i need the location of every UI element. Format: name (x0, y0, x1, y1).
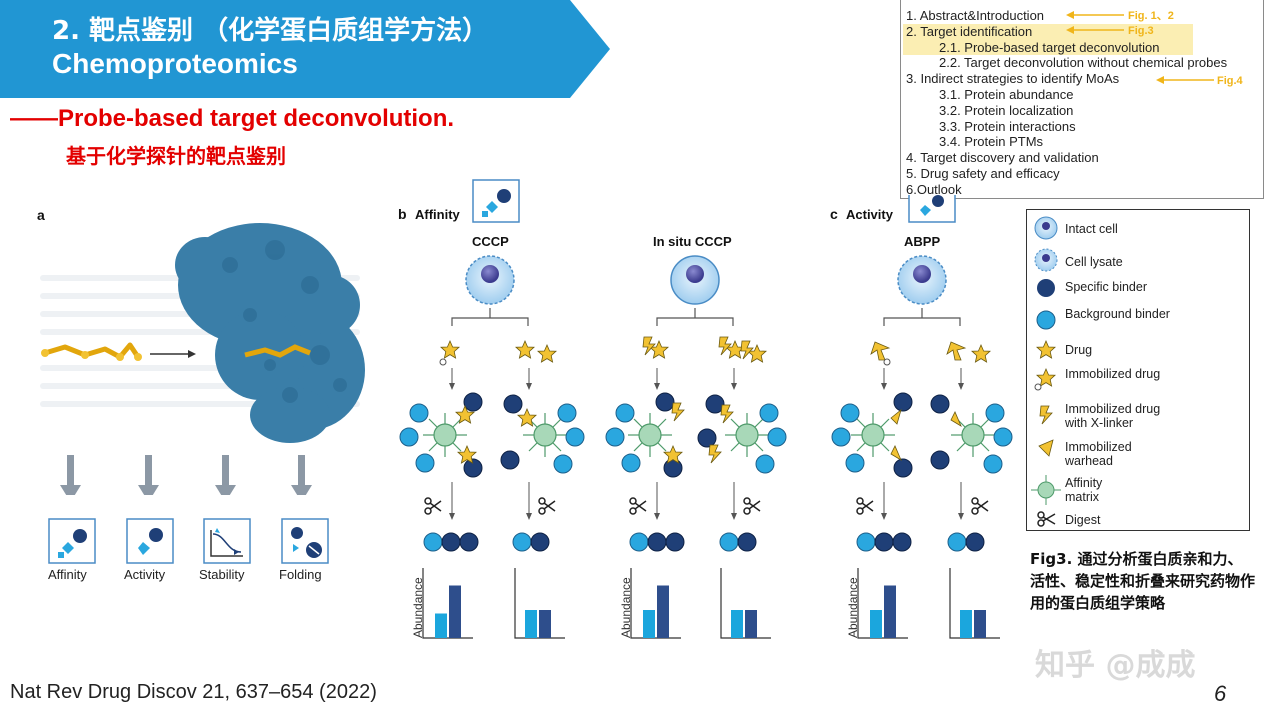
abundance-bar (525, 610, 537, 638)
immobilized-warhead-icon (1038, 439, 1054, 457)
y-axis-label: Abundance (846, 577, 860, 638)
outline-note: Fig. 1、2 (1128, 10, 1174, 22)
legend-label: Specific binder (1065, 280, 1147, 294)
abundance-bar (884, 585, 896, 638)
outline-note: Fig.3 (1128, 25, 1154, 37)
legend-label: Background binder (1065, 307, 1170, 321)
abundance-bar (539, 610, 551, 638)
panel-a-label: a (37, 207, 45, 223)
legend-icons (1031, 216, 1061, 527)
outline-item: 4. Target discovery and validation (906, 150, 1099, 165)
abundance-bar (870, 610, 882, 638)
outline-item: 3.1. Protein abundance (939, 87, 1074, 102)
legend-label: Intact cell (1065, 222, 1118, 236)
intact-cell-icon (1034, 216, 1058, 240)
outline-item: 2.2. Target deconvolution without chemic… (939, 55, 1228, 70)
mode-label: Activity (124, 567, 166, 582)
column-title: CCCP (472, 234, 509, 249)
outline-arrows (1066, 11, 1124, 34)
y-axis-label: Abundance (411, 577, 425, 638)
abundance-bar (960, 610, 972, 638)
legend-label: Drug (1065, 343, 1093, 357)
outline-note: Fig.4 (1217, 75, 1243, 87)
specific-binder-icon (1037, 279, 1055, 297)
outline-item: 3.4. Protein PTMs (939, 134, 1044, 149)
outline-arrow-fig4 (1156, 76, 1214, 84)
page-number: 6 (1214, 681, 1227, 706)
figure-legend: Intact cell Cell lysate Specific binder … (1026, 209, 1250, 531)
legend-label: Cell lysate (1065, 255, 1123, 269)
slide-title-zh: 2. 靶点鉴别 （化学蛋白质组学方法） (52, 16, 489, 46)
panel-c-label: c (830, 206, 838, 222)
outline-item: 2. Target identification (906, 24, 1033, 39)
affinity-matrix-icon (1031, 475, 1061, 505)
insitu-cccp-column (605, 255, 787, 552)
mode-label: Stability (199, 567, 245, 582)
legend-label: Digest (1065, 513, 1101, 527)
outline-item: 5. Drug safety and efficacy (906, 166, 1060, 181)
citation: Nat Rev Drug Discov 21, 637–654 (2022) (10, 681, 377, 703)
outline-item: 3.3. Protein interactions (939, 119, 1076, 134)
watermark: 知乎 @成成 (1035, 648, 1196, 683)
panel-b-label: b (398, 206, 407, 222)
title-banner (0, 0, 610, 98)
abpp-column (831, 255, 1013, 552)
outline-item: 1. Abstract&Introduction (906, 8, 1045, 23)
protein-structure-illustration (40, 223, 365, 495)
legend-label: Immobilized drug with X-linker (1065, 402, 1161, 430)
affinity-mode-icon (48, 518, 96, 564)
mode-label: Folding (279, 567, 322, 582)
abundance-bar (643, 610, 655, 638)
abundance-bar (435, 613, 447, 638)
subtitle-zh: 基于化学探针的靶点鉴别 (66, 144, 286, 168)
mode-label: Affinity (48, 567, 87, 582)
outline-item: 2.1. Probe-based target deconvolution (939, 40, 1160, 55)
affinity-header-icon (472, 179, 520, 223)
legend-label: Affinity matrix (1065, 476, 1103, 504)
subtitle-en: ——Probe-based target deconvolution. (10, 105, 455, 132)
cccp-column (399, 255, 585, 552)
immobilized-drug-icon (1034, 367, 1056, 391)
drug-icon (1036, 339, 1056, 359)
panel-c-title: Activity (846, 207, 893, 222)
stability-mode-icon (203, 518, 251, 564)
legend-label: Immobilized drug (1065, 367, 1161, 381)
digest-icon (1037, 511, 1056, 527)
immobilized-drug-xlinker-icon (1039, 405, 1053, 425)
column-title: In situ CCCP (653, 234, 732, 249)
outline-highlight (903, 24, 1193, 55)
activity-mode-icon (126, 518, 174, 564)
abundance-bar (745, 610, 757, 638)
background-binder-icon (1036, 310, 1056, 330)
abundance-bar (974, 610, 986, 638)
slide-title-en: Chemoproteomics (52, 48, 298, 79)
legend-label: Immobilized warhead (1065, 440, 1132, 468)
abundance-bar (731, 610, 743, 638)
abundance-bar (449, 585, 461, 638)
figure-caption: Fig3. 通过分析蛋白质亲和力、活性、稳定性和折叠来研究药物作用的蛋白质组学策… (1030, 550, 1256, 612)
cell-lysate-icon (1034, 248, 1058, 272)
folding-mode-icon (281, 518, 329, 564)
activity-header-icon (908, 195, 956, 223)
workflow-diagram (399, 255, 1013, 639)
panel-b-title: Affinity (415, 207, 460, 222)
outline-box: 1. Abstract&Introduction 2. Target ident… (900, 0, 1264, 199)
outline-item: 6.Outlook (906, 182, 962, 197)
outline-item: 3.2. Protein localization (939, 103, 1074, 118)
bar-axes (422, 568, 1000, 639)
abundance-bar (657, 585, 669, 638)
outline-item: 3. Indirect strategies to identify MoAs (906, 71, 1120, 86)
y-axis-label: Abundance (619, 577, 633, 638)
column-title: ABPP (904, 234, 941, 249)
ligand-molecule (41, 342, 142, 361)
